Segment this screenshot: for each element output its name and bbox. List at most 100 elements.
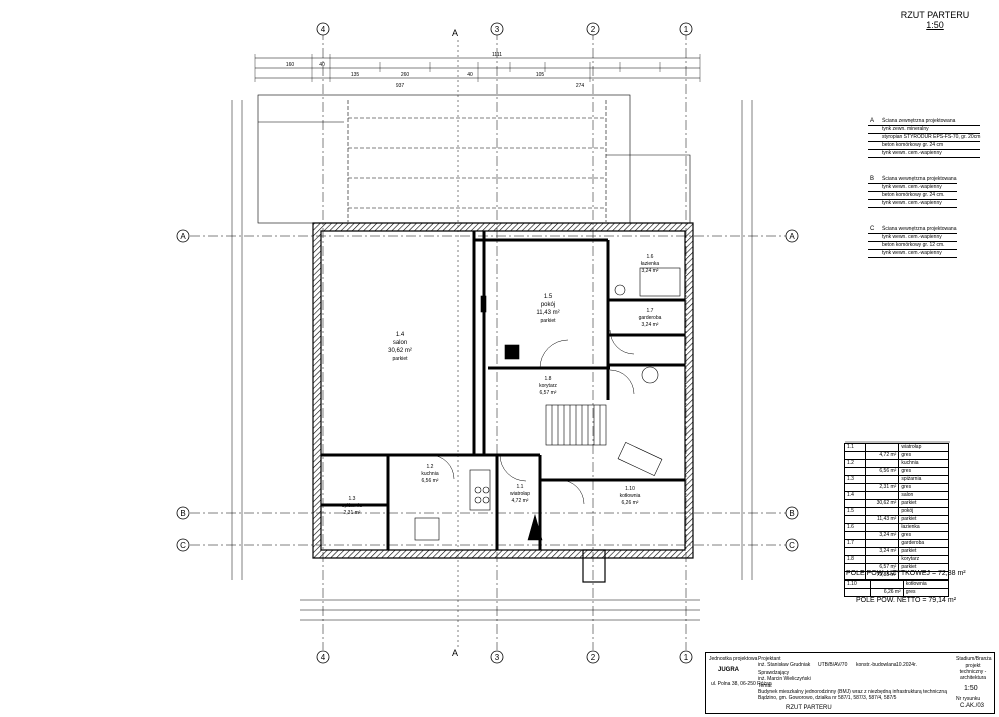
legend-cell-id bbox=[843, 531, 867, 540]
door-swings bbox=[429, 329, 635, 505]
tb-designer-label: Projektant bbox=[758, 656, 781, 662]
legend-cell-name: spiżarnia bbox=[898, 475, 949, 484]
svg-text:11,43 m²: 11,43 m² bbox=[536, 310, 559, 316]
svg-text:garderoba: garderoba bbox=[639, 315, 662, 321]
svg-text:1.7: 1.7 bbox=[647, 308, 654, 314]
legend-cell-name: gres bbox=[902, 588, 950, 597]
svg-text:parkiet: parkiet bbox=[392, 356, 408, 362]
axis-label: 2 bbox=[591, 653, 596, 662]
fixtures bbox=[414, 267, 681, 541]
tb-license: UTB/B/AV/70 bbox=[818, 662, 848, 668]
legend-cell-id: 1.2 bbox=[843, 459, 867, 468]
svg-text:4,72 m²: 4,72 m² bbox=[512, 498, 529, 504]
room-label-salon: 1.4 salon 30,62 m² parkiet bbox=[388, 332, 412, 362]
svg-text:1.4: 1.4 bbox=[396, 332, 405, 338]
wall-type-b: B Ściana wewnętrzna projektowana tynk we… bbox=[868, 176, 957, 208]
tb-date: 10.2024r. bbox=[896, 662, 917, 668]
tb-checker-label: Sprawdzający bbox=[758, 670, 790, 676]
svg-text:1.3: 1.3 bbox=[349, 496, 356, 502]
legend-cell-id: 1.7 bbox=[843, 539, 867, 548]
dimension-label: 105 bbox=[536, 72, 545, 78]
legend-cell-val: 3,24 m² bbox=[865, 531, 900, 540]
legend-cell-val bbox=[865, 523, 900, 532]
title-block: Jednostka projektowa JUGRA ul. Polna 38,… bbox=[705, 652, 995, 714]
legend-cell-id bbox=[843, 571, 867, 580]
tb-spec: konstr.-budowlana bbox=[856, 662, 897, 668]
svg-text:1.6: 1.6 bbox=[647, 254, 654, 260]
terrace bbox=[257, 94, 691, 224]
legend-cell-id: 1.5 bbox=[843, 507, 867, 516]
legend-cell-name: wiatrołap bbox=[898, 443, 949, 452]
legend-cell-val bbox=[865, 507, 900, 516]
wall-type-a: A Ściana zewnętrzna projektowana tynk ze… bbox=[868, 118, 981, 158]
dimension-label: 160 bbox=[286, 62, 295, 68]
legend-cell-name: gres bbox=[898, 531, 949, 540]
legend-cell-name: garderoba bbox=[898, 539, 949, 548]
room-label-lazienka: 1.6 łazienka 3,24 m² bbox=[641, 254, 660, 274]
legend-cell-val: 6,56 m² bbox=[865, 467, 900, 476]
svg-text:łazienka: łazienka bbox=[641, 261, 660, 267]
dimension-label: 937 bbox=[396, 83, 405, 89]
legend-cell-name: gres bbox=[898, 483, 949, 492]
dimension-chains bbox=[231, 54, 753, 621]
svg-text:1.10: 1.10 bbox=[625, 486, 635, 492]
legend-row: 1.3 spiżarnia bbox=[843, 475, 949, 484]
svg-text:6,26 m²: 6,26 m² bbox=[622, 500, 639, 506]
tb-scale: 1:50 bbox=[964, 685, 978, 692]
svg-text:pokój: pokój bbox=[541, 302, 555, 308]
tb-checker: inż. Marcin Wieliczyński bbox=[758, 676, 811, 682]
svg-text:6,57 m²: 6,57 m² bbox=[540, 390, 557, 396]
section-mark: A bbox=[452, 28, 458, 38]
legend-cell-val: 72,88 m² bbox=[865, 571, 900, 580]
legend-cell-val bbox=[865, 459, 900, 468]
legend-cell-name: gres bbox=[898, 467, 949, 476]
legend-cell-id bbox=[844, 588, 871, 597]
axis-label: 2 bbox=[591, 25, 596, 34]
svg-text:6,56 m²: 6,56 m² bbox=[422, 478, 439, 484]
room-label-kuchnia: 1.2 kuchnia 6,56 m² bbox=[421, 464, 438, 484]
room-label-wiatrolap: 1.1 wiatrołap 4,72 m² bbox=[510, 484, 530, 504]
svg-text:kotłownia: kotłownia bbox=[620, 493, 641, 499]
legend-cell-id bbox=[843, 499, 867, 508]
legend-row: 72,88 m² bbox=[843, 571, 949, 580]
legend-cell-name: łazienka bbox=[898, 523, 949, 532]
room-label-pokoj: 1.5 pokój 11,43 m² parkiet bbox=[536, 294, 559, 324]
tb-address: ul. Polna 38, 06-250 Różan bbox=[711, 681, 772, 687]
svg-text:30,62 m²: 30,62 m² bbox=[388, 348, 412, 354]
drawing-scale: 1:50 bbox=[926, 20, 944, 30]
wall-type-c: C Ściana wewnętrzna projektowana tynk we… bbox=[868, 226, 957, 258]
room-label-kotlownia: 1.10 kotłownia 6,26 m² bbox=[620, 486, 641, 506]
axis-label: 4 bbox=[321, 25, 326, 34]
svg-text:1.8: 1.8 bbox=[545, 376, 552, 382]
legend-cell-id: 1.3 bbox=[843, 475, 867, 484]
legend-cell-id bbox=[843, 483, 867, 492]
legend-cell-id bbox=[843, 467, 867, 476]
axis-label: C bbox=[180, 541, 186, 550]
svg-text:spiżarnia: spiżarnia bbox=[342, 503, 362, 509]
tb-unit: Jednostka projektowa bbox=[709, 656, 758, 662]
tb-stage: projekt techniczny - architektura bbox=[959, 663, 987, 681]
axis-label: 1 bbox=[684, 25, 689, 34]
legend-cell-val bbox=[869, 580, 904, 589]
tb-no-label: Nr rysunku bbox=[956, 696, 981, 702]
axis-label: A bbox=[789, 232, 795, 241]
legend-cell-name: parkiet bbox=[898, 499, 949, 508]
legend-cell-name: gres bbox=[898, 451, 949, 460]
legend-cell-name: salon bbox=[898, 491, 949, 500]
room-label-garderoba: 1.7 garderoba 3,24 m² bbox=[639, 308, 662, 328]
axis-bubbles bbox=[176, 22, 799, 664]
legend-cell-val bbox=[865, 491, 900, 500]
